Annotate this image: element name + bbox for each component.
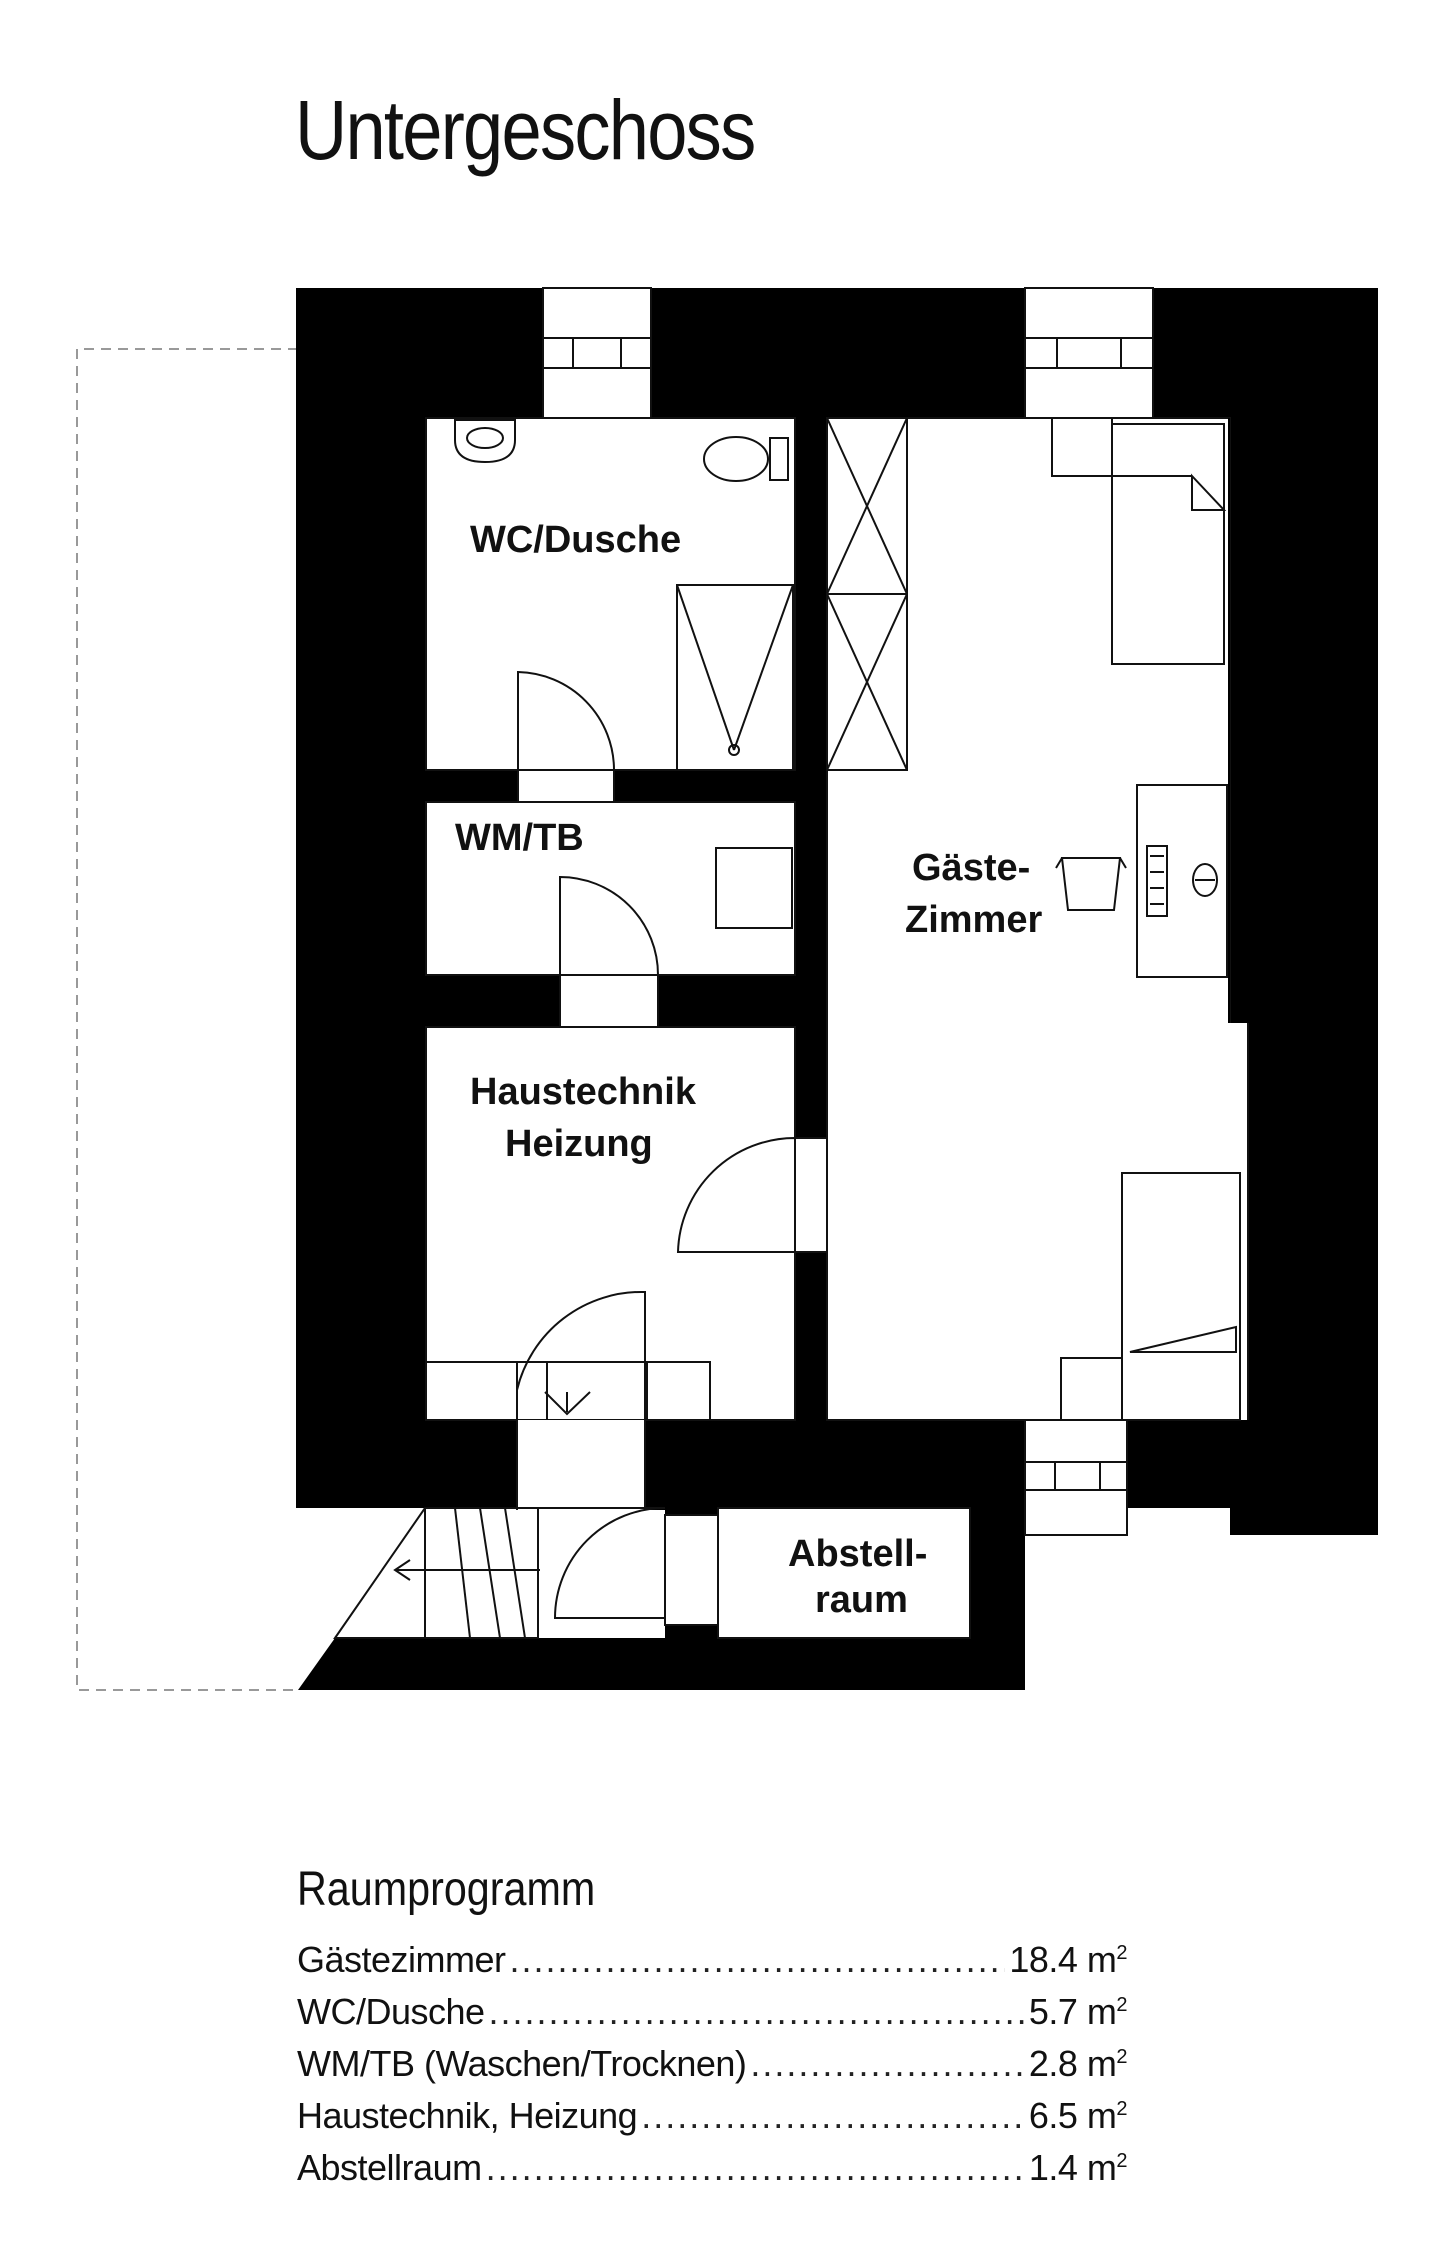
program-row: Gästezimmer 18.4 m2 xyxy=(297,1939,1127,1991)
room-wc xyxy=(425,417,796,771)
dot-leader xyxy=(510,1939,1006,1981)
program-row-name: Gästezimmer xyxy=(297,1939,506,1980)
dot-leader xyxy=(750,2043,1024,2085)
window-top-right xyxy=(1024,287,1154,419)
page-title: Untergeschoss xyxy=(295,83,756,177)
floor-plan: WC/Dusche WM/TB Gäste- Zimmer Haustechni… xyxy=(76,287,1378,1691)
stairs xyxy=(333,1507,719,1639)
rooms xyxy=(425,417,1231,1639)
haustechnik-fixtures xyxy=(425,1137,828,1510)
program-title: Raumprogramm xyxy=(297,1863,596,1916)
room-gaeste xyxy=(826,417,1231,1421)
program-row: WC/Dusche 5.7 m2 xyxy=(297,1991,1127,2043)
label-wc-dusche: WC/Dusche xyxy=(470,519,681,561)
program-row: Haustechnik, Heizung 6.5 m2 xyxy=(297,2095,1127,2147)
program-row-value: 1.4 m2 xyxy=(1028,2147,1128,2188)
label-haustechnik-1: Haustechnik xyxy=(470,1071,697,1113)
room-program: Raumprogramm Gästezimmer 18.4 m2 WC/Dusc… xyxy=(297,1862,1127,2199)
program-row-value: 18.4 m2 xyxy=(1009,1939,1127,1980)
room-haustechnik xyxy=(425,1026,796,1421)
wm-fixtures xyxy=(559,847,793,1028)
program-row: WM/TB (Waschen/Trocknen) 2.8 m2 xyxy=(297,2043,1127,2095)
label-abstell-1: Abstell- xyxy=(788,1533,927,1575)
room-wm xyxy=(425,801,796,976)
program-row-value: 5.7 m2 xyxy=(1028,1991,1128,2032)
walls xyxy=(296,288,1378,1690)
program-row-name: WM/TB (Waschen/Trocknen) xyxy=(297,2043,747,2084)
window-bottom-right xyxy=(1024,1419,1128,1536)
label-gaeste-2: Zimmer xyxy=(905,899,1042,941)
dot-leader xyxy=(641,2095,1025,2137)
label-abstell-2: raum xyxy=(815,1579,908,1621)
program-row-value: 6.5 m2 xyxy=(1028,2095,1128,2136)
program-list: Gästezimmer 18.4 m2 WC/Dusche 5.7 m2 WM/… xyxy=(297,1939,1127,2199)
program-row-value: 2.8 m2 xyxy=(1028,2043,1128,2084)
program-row: Abstellraum 1.4 m2 xyxy=(297,2147,1127,2199)
label-haustechnik-2: Heizung xyxy=(505,1123,653,1165)
room-abstell xyxy=(717,1507,971,1639)
window-top-left xyxy=(542,287,652,419)
dashed-outline xyxy=(76,348,298,1691)
dot-leader xyxy=(486,2147,1025,2189)
program-row-name: WC/Dusche xyxy=(297,1991,485,2032)
label-gaeste-1: Gäste- xyxy=(912,847,1030,889)
program-row-name: Abstellraum xyxy=(297,2147,482,2188)
gaeste-fixtures xyxy=(826,417,1241,1421)
dot-leader xyxy=(489,1991,1025,2033)
label-wm-tb: WM/TB xyxy=(455,817,584,859)
program-row-name: Haustechnik, Heizung xyxy=(297,2095,638,2136)
wc-fixtures xyxy=(454,419,794,803)
